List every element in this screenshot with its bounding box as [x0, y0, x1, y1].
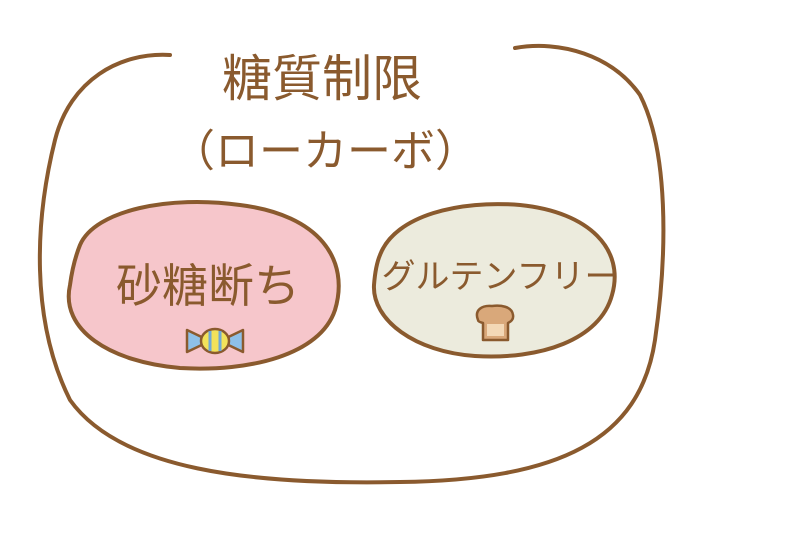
candy-icon	[185, 327, 245, 355]
bread-icon	[475, 304, 515, 342]
gluten-free-group: グルテンフリー	[371, 202, 619, 359]
outer-boundary	[37, 43, 666, 485]
gluten-free-ellipse	[371, 202, 617, 359]
gluten-free-label: グルテンフリー	[382, 257, 619, 297]
diagram-subtitle: （ローカーボ）	[171, 126, 479, 177]
sugar-free-group: 砂糖断ち	[66, 199, 341, 371]
sugar-free-ellipse	[66, 199, 341, 371]
diagram-title: 糖質制限	[222, 50, 422, 108]
sugar-free-label: 砂糖断ち	[116, 259, 300, 313]
